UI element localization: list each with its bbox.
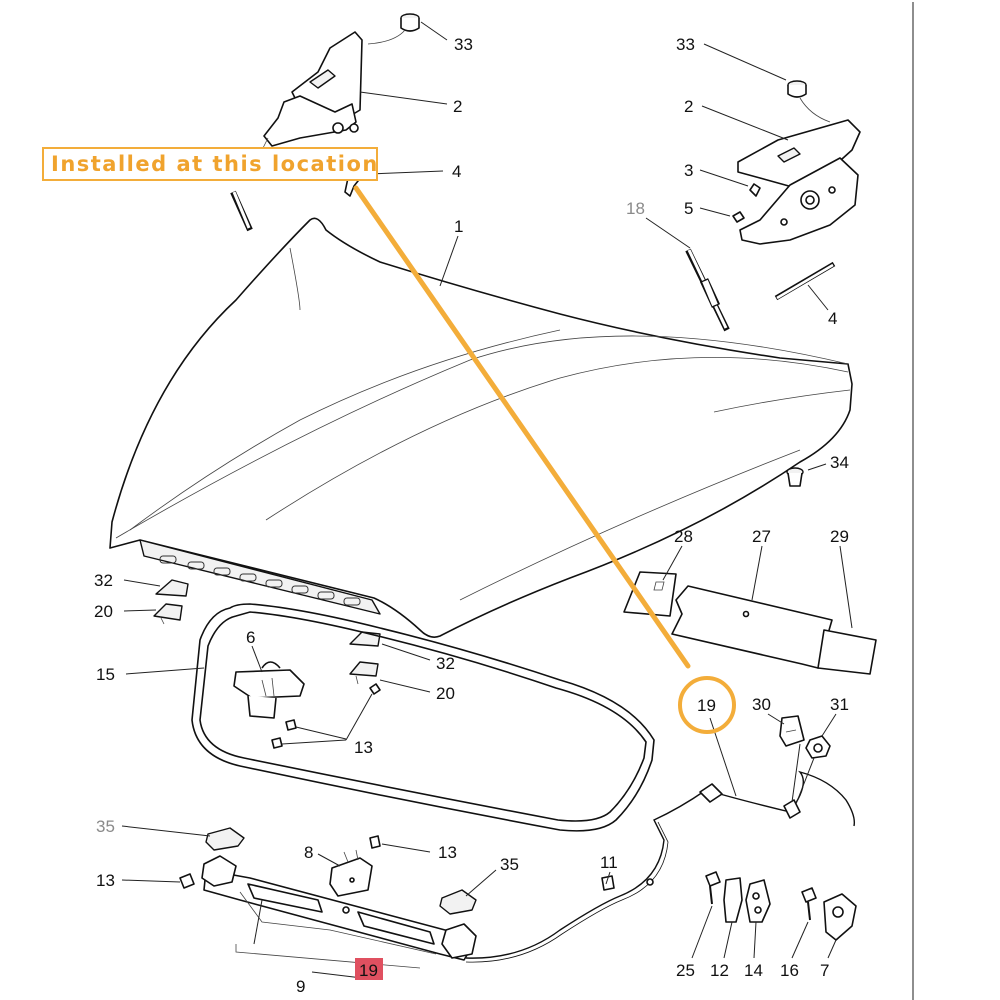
clip-34 [786,467,804,487]
label-34: 34 [830,453,849,472]
label-19-callout: 19 [697,696,716,715]
grommets-30-31 [779,715,831,759]
part-labels: 33 2 4 33 2 3 5 18 4 1 34 28 27 29 32 20… [94,35,849,996]
label-19-highlight: 19 [359,961,378,980]
label-13-mid: 13 [354,738,373,757]
latch-bracket-assembly-9 [201,855,477,961]
label-32-left: 32 [94,571,113,590]
label-2-left: 2 [453,97,462,116]
label-20-left: 20 [94,602,113,621]
bump-stops-mid [349,631,381,695]
label-3-right: 3 [684,161,693,180]
label-9: 9 [296,977,305,996]
hood-seal [191,603,655,832]
label-33-right: 33 [676,35,695,54]
label-11: 11 [600,853,618,872]
installed-location-callout: Installed at this location [42,147,378,181]
label-30: 30 [752,695,771,714]
insulation-pads [623,571,877,675]
label-29: 29 [830,527,849,546]
label-13-right: 13 [438,843,457,862]
left-hinge-assembly [230,13,420,232]
label-13-left: 13 [96,871,115,890]
label-6: 6 [246,628,255,647]
right-hinge-assembly [685,80,861,332]
screw-13-left [179,873,195,889]
label-18: 18 [626,199,645,218]
label-2-right: 2 [684,97,693,116]
label-7: 7 [820,961,829,980]
label-4-right: 4 [828,309,837,328]
label-32-mid: 32 [436,654,455,673]
bump-stops-left [153,579,189,625]
label-25: 25 [676,961,695,980]
label-27: 27 [752,527,771,546]
latch-8 [329,849,373,897]
label-20-mid: 20 [436,684,455,703]
label-35-left: 35 [96,817,115,836]
label-28: 28 [674,527,693,546]
label-14: 14 [744,961,763,980]
hood-panel [109,217,853,638]
part-19-highlight [355,958,383,980]
pads-35 [205,827,477,915]
screws-13-mid [271,719,297,749]
callout-circle [678,676,736,734]
label-31: 31 [830,695,849,714]
label-33-left: 33 [454,35,473,54]
label-1: 1 [454,217,463,236]
label-35-right: 35 [500,855,519,874]
callout-pointer [353,185,736,734]
small-parts-row [705,871,857,941]
release-cable-19 [465,770,856,963]
label-8: 8 [304,843,313,862]
label-16: 16 [780,961,799,980]
label-12: 12 [710,961,729,980]
label-5-right: 5 [684,199,693,218]
latch-striker-6 [233,661,305,719]
label-4-left: 4 [452,162,461,181]
label-15: 15 [96,665,115,684]
screw-13-right [369,835,381,849]
